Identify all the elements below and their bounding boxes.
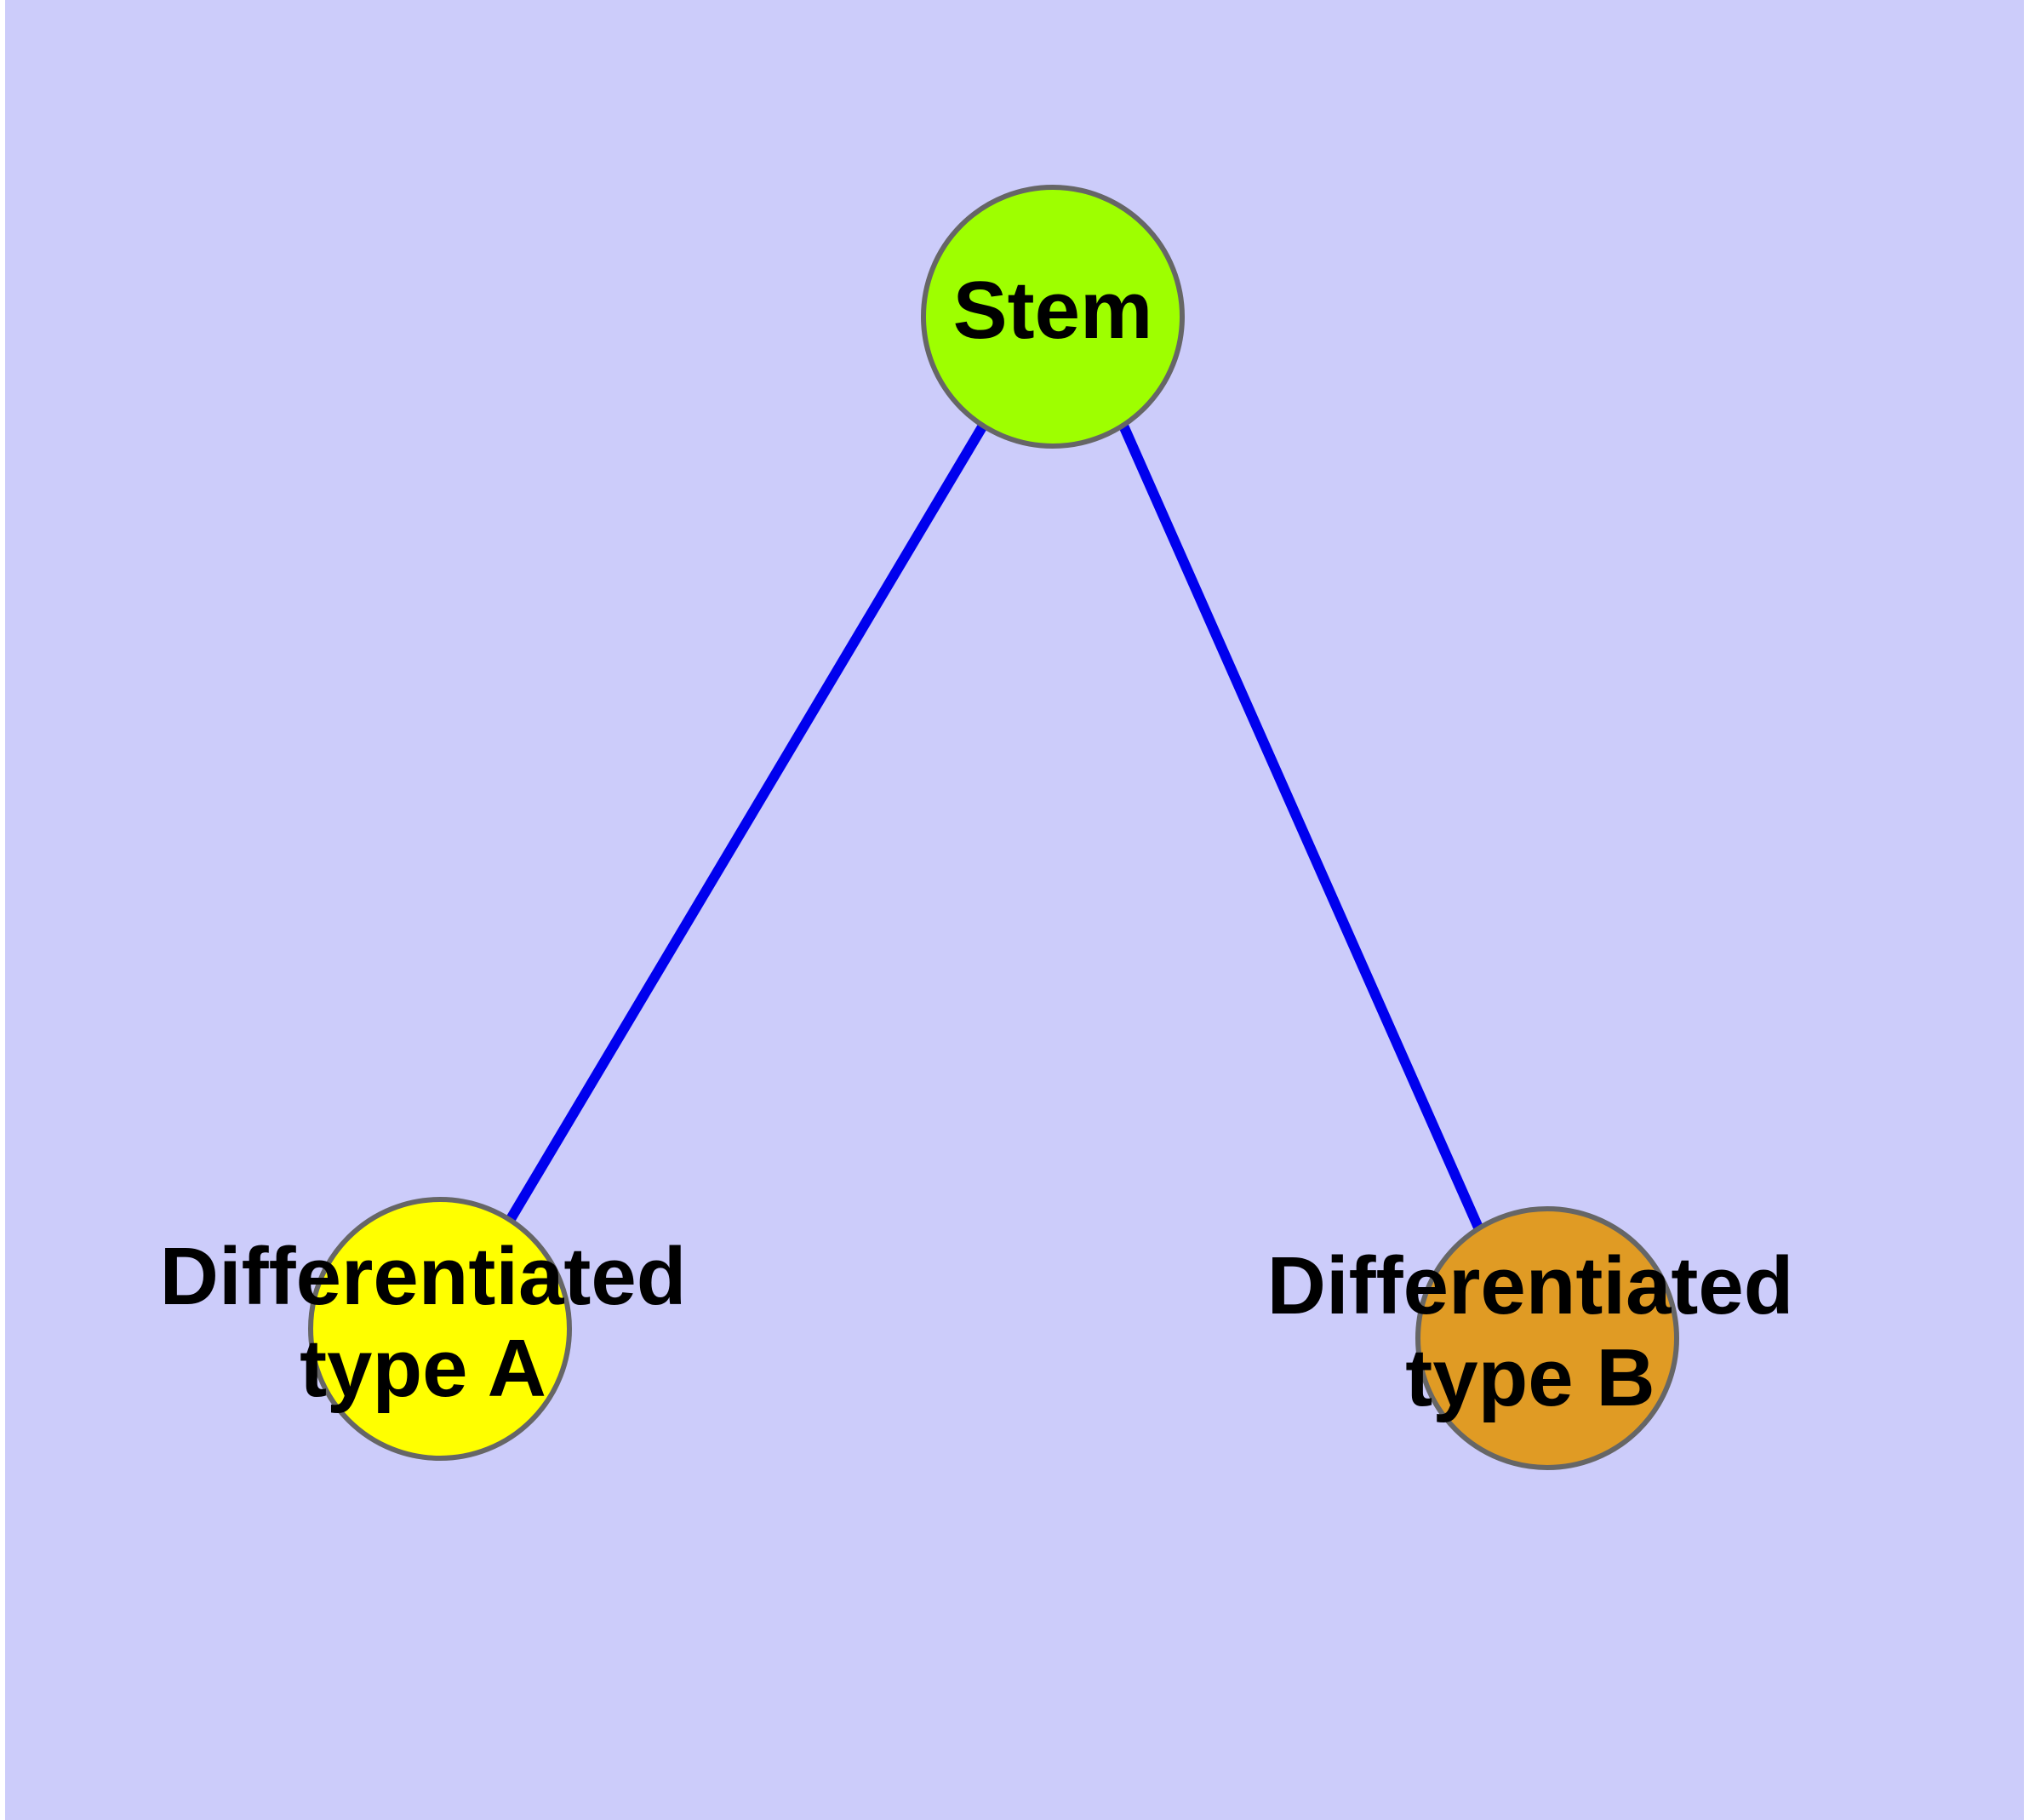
edge-stem-to-diff-b[interactable] [1118,423,1483,1230]
node-label-line: Differentiated [160,1232,687,1323]
node-label-line: type B [1405,1332,1655,1423]
edge-stem-to-diff-a[interactable] [506,422,988,1222]
node-label-line: type A [300,1323,546,1414]
node-stem-circle[interactable] [921,185,1185,449]
edge-layer [506,422,1483,1230]
node-diff-b-circle[interactable] [1415,1206,1679,1470]
node-diff-a-circle[interactable] [308,1197,572,1461]
node-label-line: Stem [953,265,1153,356]
node-stem-label: Stem [953,265,1153,356]
node-label-line: Differentiated [1267,1241,1794,1332]
node-layer [308,185,1679,1470]
